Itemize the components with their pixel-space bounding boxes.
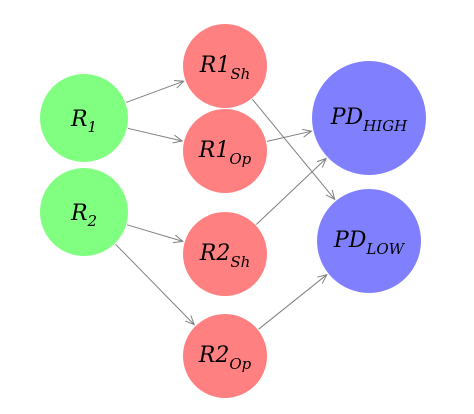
node-r1-circle <box>40 74 128 162</box>
edge-r1-to-r1-sh <box>126 81 184 103</box>
edge-r1-sh-to-pd-low <box>251 98 334 199</box>
edge-r2-sh-to-pd-high <box>255 159 326 225</box>
node-r2-sh-circle <box>183 212 267 296</box>
node-r1-sh: R1Sh <box>183 24 267 108</box>
edge-r2-op-to-pd-low <box>258 275 327 330</box>
edge-r1-to-r1-op <box>127 127 182 141</box>
node-pd-high-label: PDHIGH <box>330 105 408 135</box>
edge-r1-op-to-pd-high <box>266 131 312 142</box>
node-r1-sh-label: R1Sh <box>199 53 251 83</box>
node-r2-label: R2 <box>70 201 97 230</box>
edge-r2-to-r2-op <box>115 243 195 324</box>
edges-layer <box>115 81 335 330</box>
node-pd-low-circle <box>317 189 421 293</box>
edge-r2-to-r2-sh <box>126 224 183 242</box>
node-r1-op: R1Op <box>183 109 267 193</box>
node-r1-op-label: R1Op <box>198 138 252 168</box>
node-r2-op-circle <box>183 314 267 398</box>
node-r2-op: R2Op <box>183 314 267 398</box>
node-r2-sh: R2Sh <box>183 212 267 296</box>
node-pd-low-label: PDLOW <box>333 228 406 258</box>
node-pd-low: PDLOW <box>317 189 421 293</box>
node-r2-op-label: R2Op <box>198 343 252 373</box>
node-r2-circle <box>40 168 128 256</box>
node-r1-op-circle <box>183 109 267 193</box>
node-r2-sh-label: R2Sh <box>199 241 251 271</box>
node-r1: R1 <box>40 74 128 162</box>
node-pd-high-circle <box>312 61 426 175</box>
node-r1-label: R1 <box>70 107 97 136</box>
node-r2: R2 <box>40 168 128 256</box>
node-r1-sh-circle <box>183 24 267 108</box>
node-pd-high: PDHIGH <box>312 61 426 175</box>
